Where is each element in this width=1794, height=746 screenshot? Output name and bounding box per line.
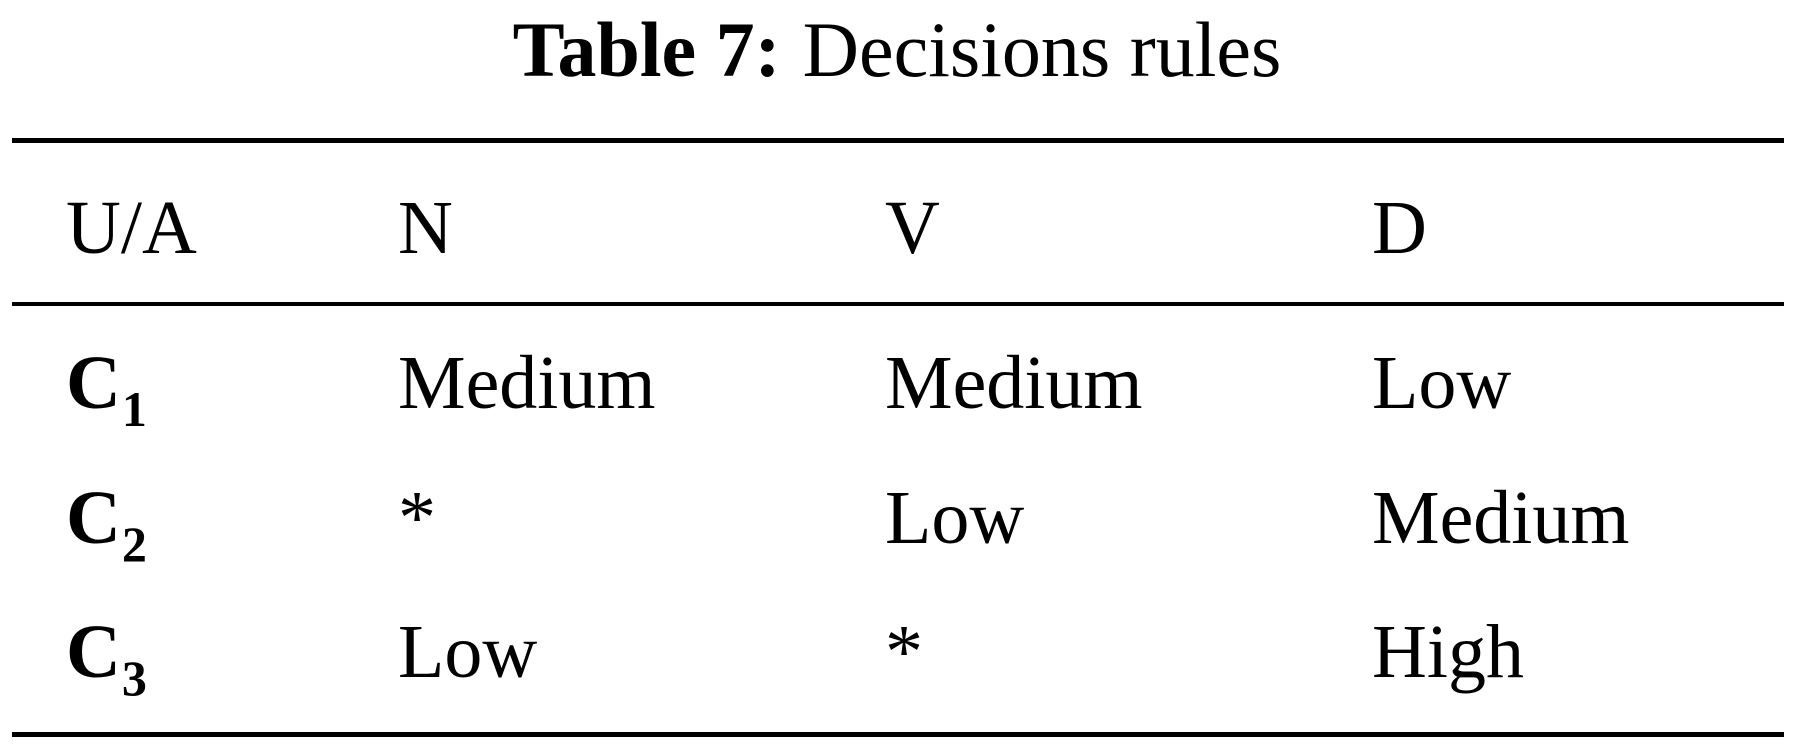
caption-label: Table 7: [512, 6, 781, 93]
caption-text: Decisions rules [802, 6, 1282, 93]
table-cell-d: Low [1372, 341, 1512, 425]
row-label-letter: C [66, 341, 121, 425]
table-cell-v: Medium [885, 341, 1143, 425]
row-label-subscript: 2 [121, 516, 147, 572]
table-bottom-rule [12, 732, 1784, 737]
row-label: C3 [66, 614, 147, 703]
table-cell-d: Medium [1372, 476, 1630, 560]
row-label-letter: C [66, 476, 121, 560]
header-cell-n: N [398, 186, 453, 270]
table-cell-n: * [398, 476, 436, 560]
table-cell-v: Low [885, 476, 1025, 560]
row-label-subscript: 3 [121, 650, 147, 706]
header-cell-ua: U/A [66, 186, 197, 270]
header-cell-d: D [1372, 186, 1427, 270]
header-cell-v: V [885, 186, 940, 270]
table-cell-n: Low [398, 610, 538, 694]
table-cell-d: High [1372, 610, 1524, 694]
table-header-rule [12, 302, 1784, 306]
row-label-letter: C [66, 610, 121, 694]
table-top-rule [12, 138, 1784, 143]
row-label: C1 [66, 345, 147, 434]
table-caption: Table 7: Decisions rules [0, 0, 1794, 100]
row-label-subscript: 1 [121, 381, 147, 437]
table-cell-v: * [885, 610, 923, 694]
table-cell-n: Medium [398, 341, 656, 425]
row-label: C2 [66, 480, 147, 569]
